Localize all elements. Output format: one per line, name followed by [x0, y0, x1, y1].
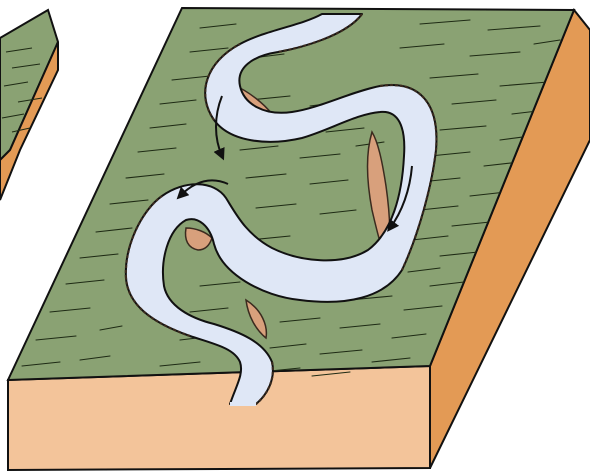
block-front-face: [8, 366, 430, 470]
left-partial-block: [0, 10, 58, 200]
main-floodplain-block: [8, 8, 590, 470]
